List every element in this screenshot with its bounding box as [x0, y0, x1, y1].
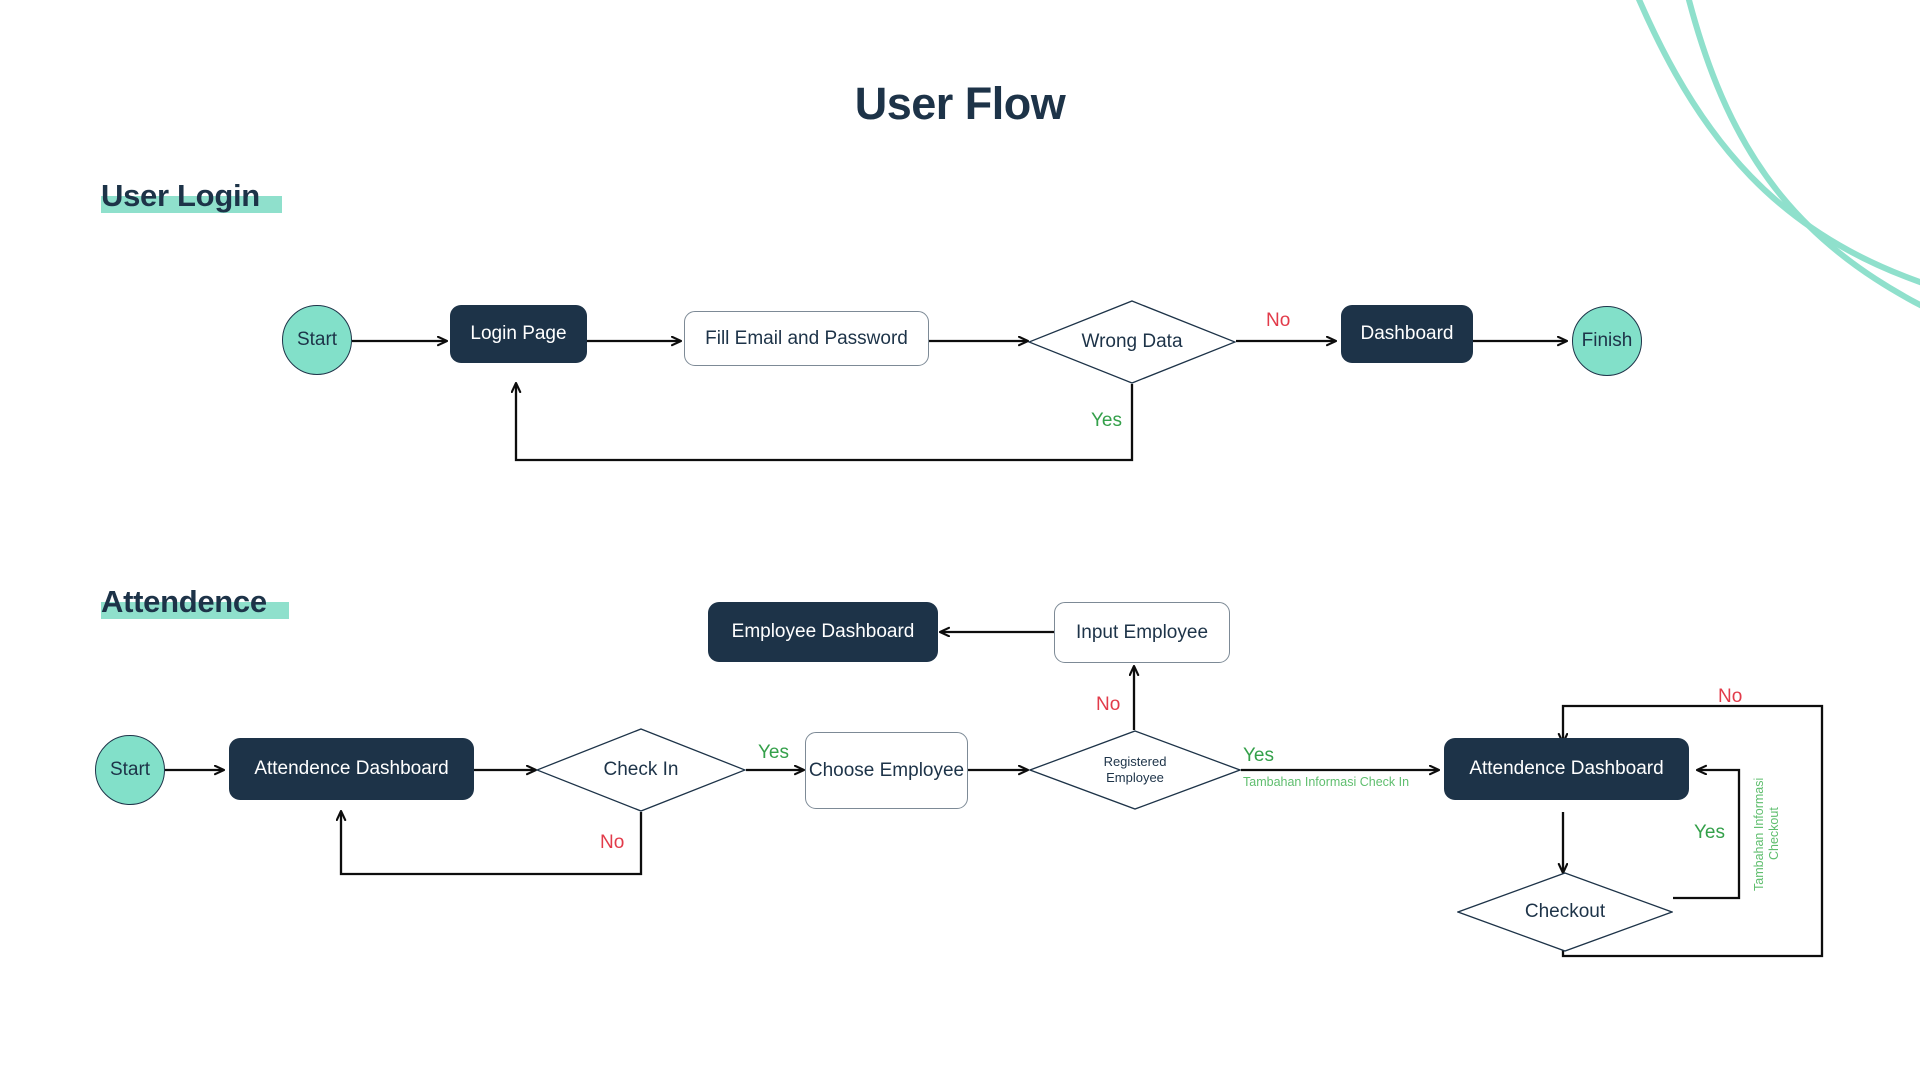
- diamond-shape: [536, 728, 746, 812]
- edge-label-registered-no: No: [1096, 694, 1121, 715]
- node-label: Wrong Data: [1081, 331, 1183, 353]
- node-input-employee[interactable]: Input Employee: [1054, 602, 1230, 663]
- diamond-shape: [1028, 300, 1236, 384]
- page-title: User Flow: [854, 78, 1066, 129]
- node-check-in[interactable]: Check In: [536, 728, 746, 812]
- node-dashboard[interactable]: Dashboard: [1341, 305, 1473, 363]
- node-employee-dashboard[interactable]: Employee Dashboard: [708, 602, 938, 662]
- edge-label-checkin-no: No: [600, 832, 625, 853]
- section-heading-attendence-label: Attendence: [101, 584, 267, 619]
- edge-label-wrong-data-yes: Yes: [1091, 410, 1122, 431]
- node-label: Dashboard: [1360, 323, 1454, 345]
- edge-label-checkout-note: Tambahan Informasi Checkout: [1752, 777, 1781, 891]
- node-wrong-data[interactable]: Wrong Data: [1028, 300, 1236, 384]
- node-label: Attendence Dashboard: [1469, 758, 1664, 780]
- node-attendence-dashboard-2[interactable]: Attendence Dashboard: [1444, 738, 1689, 800]
- section-heading-attendence: Attendence: [101, 584, 289, 620]
- section-heading-user-login-label: User Login: [101, 178, 260, 213]
- edge-label-wrong-data-no: No: [1266, 310, 1291, 331]
- node-label: Finish: [1581, 330, 1633, 352]
- node-label: Start: [109, 759, 151, 781]
- node-choose-employee[interactable]: Choose Employee: [805, 732, 968, 809]
- edge-label-registered-note: Tambahan Informasi Check In: [1243, 775, 1410, 789]
- edge-checkin-no-loop: [341, 812, 643, 876]
- node-registered-employee[interactable]: Registered Employee: [1029, 730, 1241, 810]
- node-label: Attendence Dashboard: [254, 758, 449, 780]
- node-label: Check In: [603, 759, 679, 781]
- decorative-curves: [1636, 0, 1920, 309]
- edge-label-checkout-no: No: [1718, 686, 1743, 707]
- node-label: Employee Dashboard: [731, 621, 915, 643]
- node-label: Registered Employee: [1103, 753, 1167, 785]
- section-heading-user-login: User Login: [101, 178, 282, 214]
- node-start-login[interactable]: Start: [282, 305, 352, 375]
- node-label: Checkout: [1524, 901, 1606, 923]
- diamond-shape: [1029, 730, 1241, 810]
- node-label: Fill Email and Password: [705, 327, 908, 349]
- edge-wrong-yes-loop-to-login: [516, 384, 1134, 462]
- edge-label-checkout-yes: Yes: [1694, 822, 1725, 843]
- node-attendence-dashboard-1[interactable]: Attendence Dashboard: [229, 738, 474, 800]
- node-label: Input Employee: [1075, 621, 1209, 643]
- node-login-page[interactable]: Login Page: [450, 305, 587, 363]
- node-fill-email-password[interactable]: Fill Email and Password: [684, 311, 929, 366]
- node-start-attendence[interactable]: Start: [95, 735, 165, 805]
- edge-label-registered-yes: Yes: [1243, 745, 1274, 766]
- node-label: Choose Employee: [808, 759, 965, 781]
- node-finish-login[interactable]: Finish: [1572, 306, 1642, 376]
- node-label: Login Page: [470, 323, 567, 345]
- node-checkout[interactable]: Checkout: [1457, 872, 1673, 952]
- node-label: Start: [296, 329, 338, 351]
- edge-label-checkin-yes: Yes: [758, 742, 789, 763]
